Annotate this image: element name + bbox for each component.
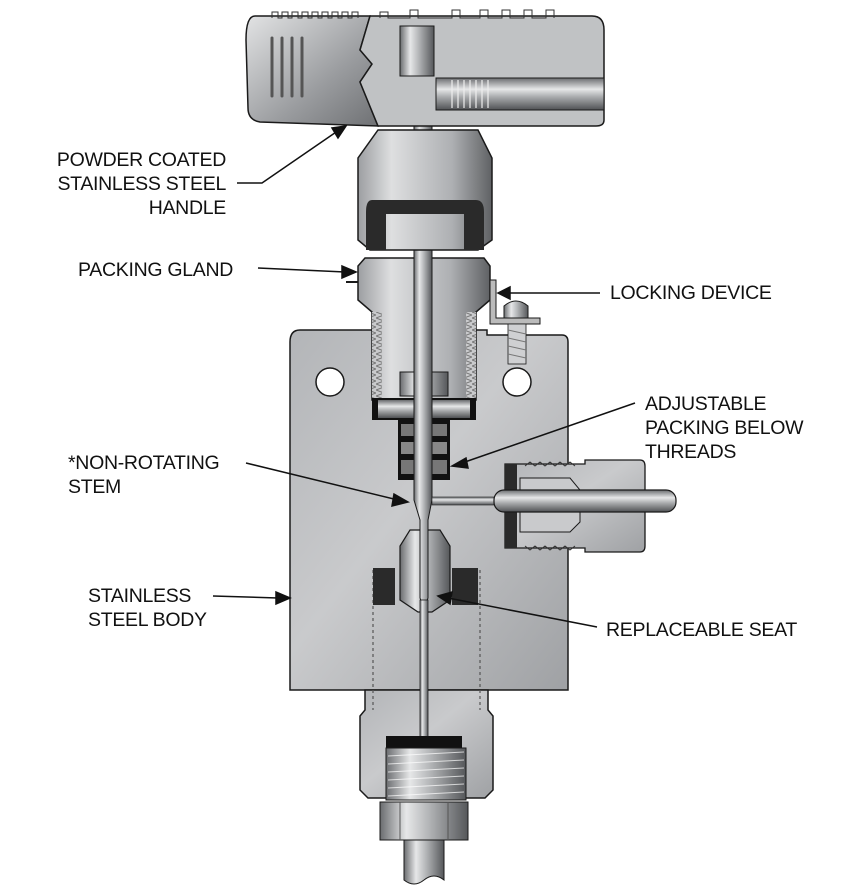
handle-set-screw xyxy=(435,77,605,111)
leader-adjustable-packing xyxy=(449,402,636,469)
label-line: STAINLESS xyxy=(88,585,192,607)
label-line: STAINLESS STEEL xyxy=(57,173,226,195)
leader-handle xyxy=(237,125,348,184)
label-seat: REPLACEABLE SEAT xyxy=(606,618,797,642)
label-packing-gland: PACKING GLAND xyxy=(78,258,233,282)
label-line: HANDLE xyxy=(148,197,227,219)
side-port-fitting xyxy=(431,459,677,553)
leader-body xyxy=(212,590,292,606)
leader-seat xyxy=(436,590,598,628)
leader-packing-gland xyxy=(257,264,358,280)
label-line: STEEL BODY xyxy=(88,609,207,631)
label-handle: POWDER COATED STAINLESS STEEL HANDLE xyxy=(20,148,226,220)
mounting-hole-right xyxy=(502,367,532,397)
label-line: ADJUSTABLE xyxy=(645,393,767,415)
locking-device xyxy=(346,279,541,365)
label-non-rotating-stem: *NON-ROTATING STEM xyxy=(68,451,220,499)
mounting-hole-left xyxy=(315,367,345,397)
label-line: POWDER COATED xyxy=(56,149,226,171)
bottom-fitting xyxy=(379,736,469,885)
leader-non-rotating-stem xyxy=(245,462,410,508)
label-line: LOCKING DEVICE xyxy=(610,282,772,304)
label-line: REPLACEABLE SEAT xyxy=(606,619,797,641)
label-locking-device: LOCKING DEVICE xyxy=(610,281,772,305)
label-line: PACKING GLAND xyxy=(78,259,234,281)
leader-lines xyxy=(212,125,636,628)
label-line: STEM xyxy=(68,476,121,498)
bonnet-yoke xyxy=(357,129,493,251)
hex-nut xyxy=(379,801,469,841)
leader-locking-device xyxy=(496,285,600,301)
label-line: PACKING BELOW xyxy=(645,417,804,439)
label-line: *NON-ROTATING xyxy=(68,452,220,474)
handle-nut xyxy=(399,25,435,77)
handle xyxy=(245,9,605,127)
label-adjustable-packing: ADJUSTABLE PACKING BELOW THREADS xyxy=(645,392,804,464)
tubing xyxy=(493,489,677,513)
label-body: STAINLESS STEEL BODY xyxy=(88,584,207,632)
inlet-tube xyxy=(403,839,445,885)
label-line: THREADS xyxy=(645,441,737,463)
